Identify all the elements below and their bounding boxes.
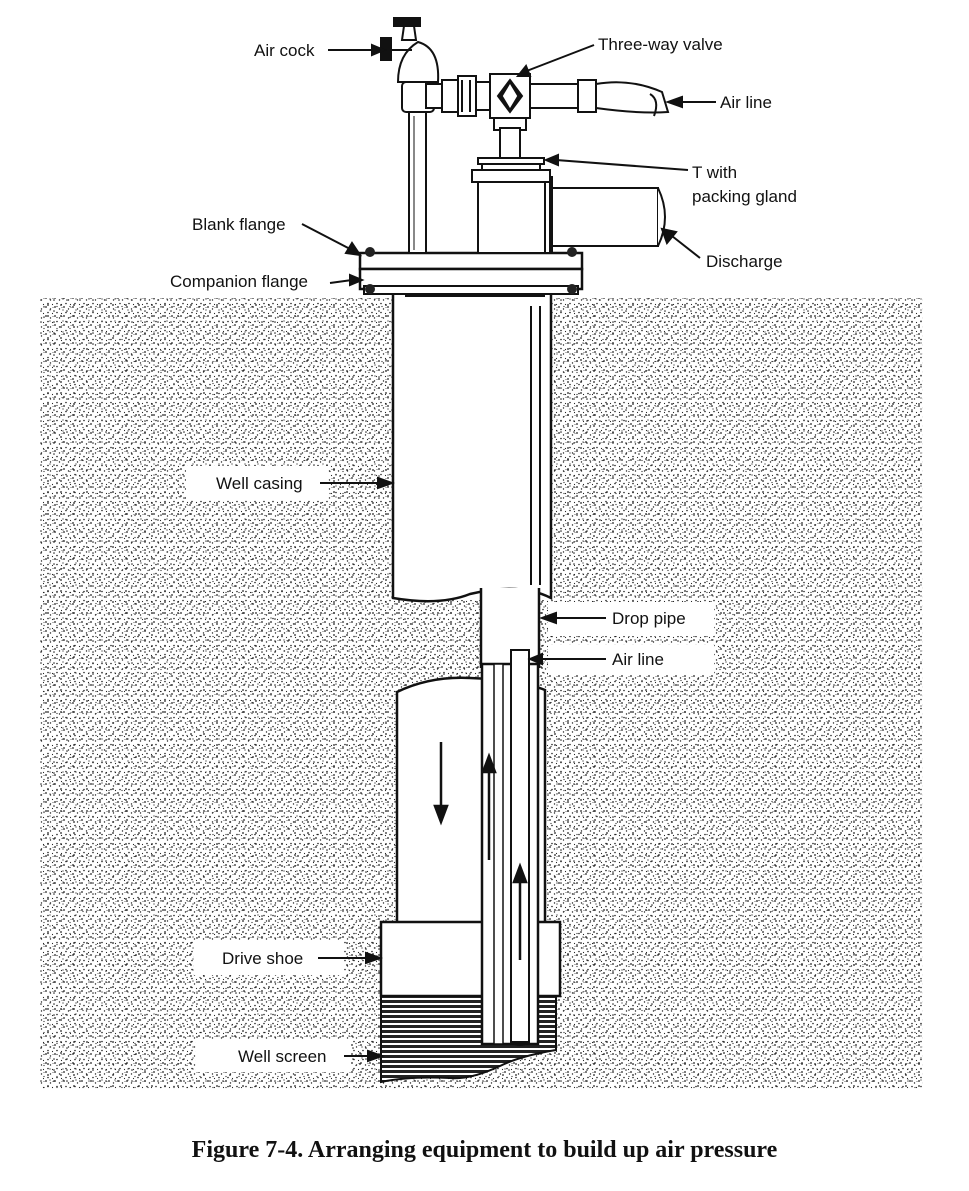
label-companion-flange: Companion flange xyxy=(170,272,308,291)
label-drive-shoe: Drive shoe xyxy=(222,949,303,968)
label-drop-pipe: Drop pipe xyxy=(612,609,686,628)
label-blank-flange: Blank flange xyxy=(192,215,286,234)
label-air-cock: Air cock xyxy=(254,41,315,60)
well-screen-label-bg xyxy=(196,1040,351,1072)
air-line-inner-pipe xyxy=(510,649,530,1046)
label-well-screen: Well screen xyxy=(238,1047,327,1066)
well-casing-label-bg xyxy=(186,466,328,500)
flow-arrows xyxy=(433,742,528,960)
air-line-header xyxy=(425,75,491,117)
tee-packing-gland xyxy=(471,157,553,254)
three-way-valve xyxy=(489,73,531,131)
label-discharge: Discharge xyxy=(706,252,783,271)
label-t-with: T with xyxy=(692,163,737,182)
discharge-pipe xyxy=(551,187,666,247)
leader-lines xyxy=(301,43,716,1063)
valve-to-tee-pipe xyxy=(499,127,521,159)
well-casing-upper xyxy=(391,290,553,603)
air-cock-pipe xyxy=(408,111,427,254)
companion-flange xyxy=(358,267,584,295)
figure-caption: Figure 7-4. Arranging equipment to build… xyxy=(191,1137,778,1163)
label-three-way-valve: Three-way valve xyxy=(598,35,723,54)
label-well-casing: Well casing xyxy=(216,474,303,493)
label-packing-gland: packing gland xyxy=(692,187,797,206)
air-line-hose xyxy=(529,79,670,117)
label-air-line-top: Air line xyxy=(720,93,772,112)
label-air-line-inner: Air line xyxy=(612,650,664,669)
